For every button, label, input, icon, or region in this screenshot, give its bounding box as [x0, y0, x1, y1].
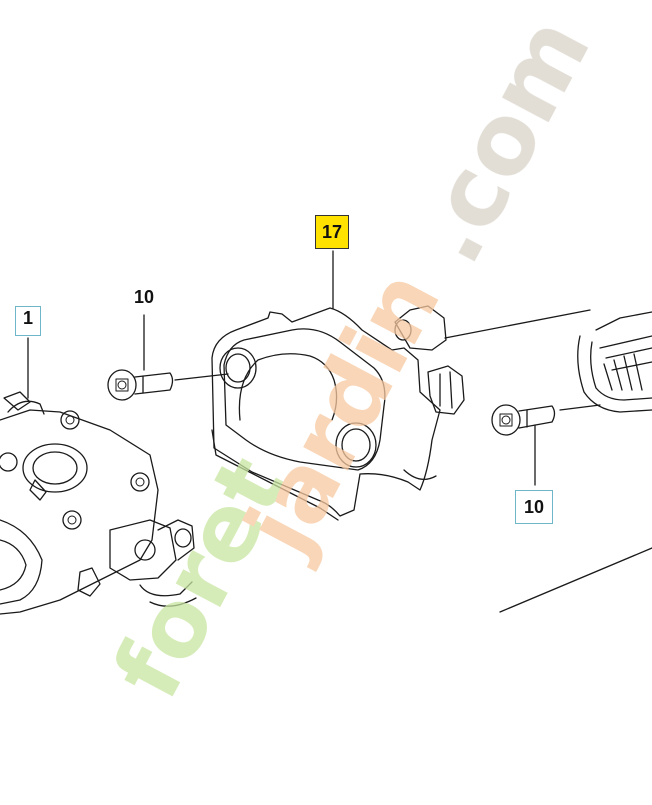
guide-line-bottom	[499, 547, 652, 613]
guide-line-right-top	[444, 309, 591, 339]
guide-line-left	[174, 373, 229, 381]
intake-flange	[211, 305, 465, 521]
screw-left	[107, 369, 174, 401]
callout-intake-flange: 17	[315, 215, 349, 249]
callout-screw-left: 10	[133, 287, 155, 307]
screw-right	[491, 404, 556, 436]
watermark-com: .com	[391, 0, 612, 281]
guide-line-right-screw	[559, 404, 601, 411]
watermark-jardin: jardin	[223, 254, 461, 574]
carburetor	[0, 391, 197, 615]
callout-carburetor: 1	[15, 306, 41, 336]
intake-boot	[577, 311, 652, 413]
callout-screw-right: 10	[515, 490, 553, 524]
watermark: foret jardin .com	[93, 0, 612, 715]
